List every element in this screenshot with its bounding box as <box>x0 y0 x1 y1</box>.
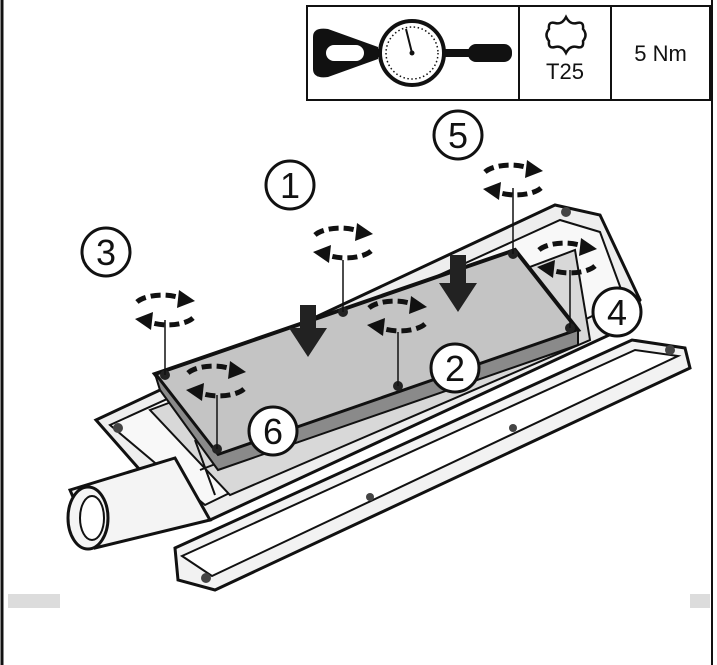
down-arrow-icon <box>289 305 327 357</box>
tool-spec-box: T25 5 Nm <box>306 5 711 101</box>
bit-size-label: T25 <box>546 59 584 84</box>
torx-bit-cell: T25 <box>520 7 612 99</box>
step-callout-3: 3 <box>80 226 132 278</box>
torque-cell: 5 Nm <box>612 7 709 99</box>
step-callout-6: 6 <box>247 405 299 457</box>
step-callout-4: 4 <box>591 286 643 338</box>
background-strip <box>8 594 60 608</box>
torque-wrench-cell <box>308 7 520 99</box>
torque-value: 5 Nm <box>634 41 687 66</box>
rotate-arrows-icon <box>313 223 373 263</box>
torx-star-icon <box>545 14 587 56</box>
svg-text:1: 1 <box>280 165 300 206</box>
svg-text:5: 5 <box>448 115 468 156</box>
step-callout-1: 1 <box>264 159 316 211</box>
leader-lines <box>164 188 571 449</box>
step-callout-2: 2 <box>429 342 481 394</box>
step-callout-5: 5 <box>432 109 484 161</box>
down-arrow-icon <box>439 255 477 312</box>
svg-text:3: 3 <box>96 232 116 273</box>
svg-text:4: 4 <box>607 292 627 333</box>
svg-text:6: 6 <box>263 411 283 452</box>
torque-wrench-icon <box>313 19 512 87</box>
background-strip <box>690 594 710 608</box>
svg-text:2: 2 <box>445 348 465 389</box>
cover-plate <box>151 247 582 472</box>
